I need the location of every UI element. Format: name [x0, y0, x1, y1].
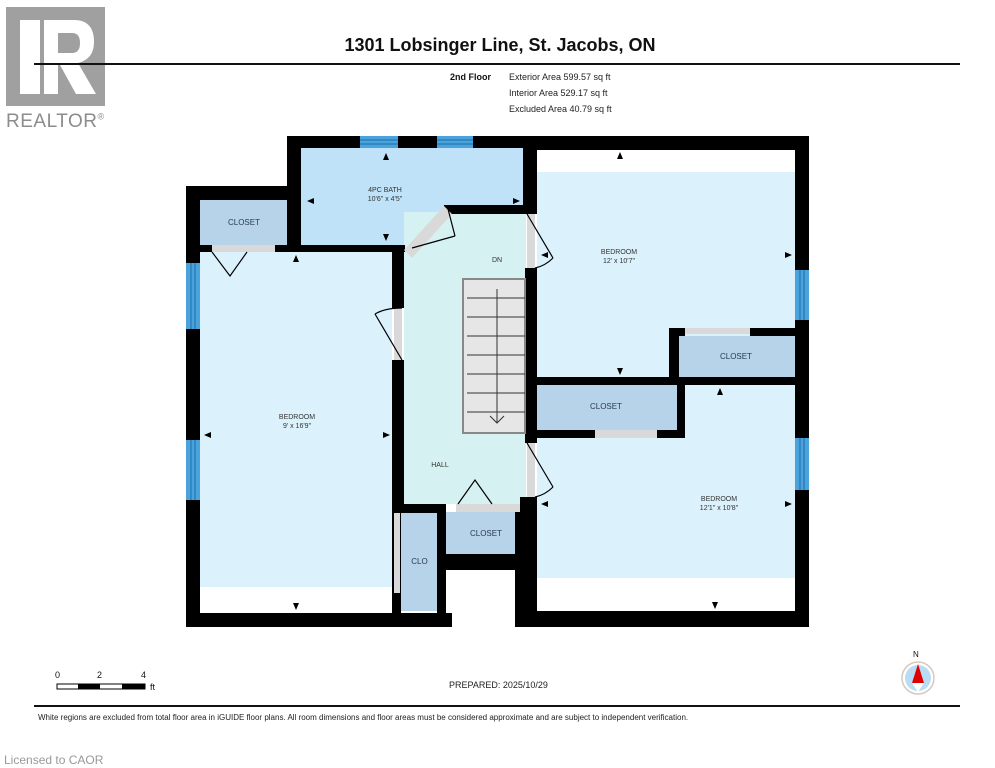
- realtor-r-icon: [20, 20, 96, 94]
- closet-nw-label: CLOSET: [227, 218, 260, 227]
- scale-unit: ft: [150, 682, 156, 692]
- floor-name: 2nd Floor: [450, 72, 491, 82]
- title-divider: [34, 63, 960, 65]
- realtor-wordmark: REALTOR®: [6, 111, 105, 132]
- walls: [186, 136, 809, 627]
- dimension-arrows: [204, 152, 792, 610]
- stairs-down-label: DN: [491, 257, 503, 264]
- staircase: [462, 278, 526, 434]
- scale-bar: [56, 683, 146, 690]
- disclaimer-text: White regions are excluded from total fl…: [38, 713, 689, 722]
- excluded-area: Excluded Area 40.79 sq ft: [509, 104, 612, 114]
- closet-hall-label: CLOSET: [469, 529, 502, 538]
- realtor-logo: [6, 7, 105, 106]
- door-openings: [212, 206, 750, 593]
- windows: [186, 136, 809, 500]
- scale-tick-0: 0: [55, 670, 61, 680]
- window-lines: [190, 139, 805, 500]
- page-title: 1301 Lobsinger Line, St. Jacobs, ON: [344, 35, 656, 55]
- compass-north-label: N: [913, 650, 919, 659]
- closet-mid-label: CLOSET: [589, 402, 622, 411]
- footer-divider: [34, 705, 960, 707]
- interior-area: Interior Area 529.17 sq ft: [509, 88, 608, 98]
- scale-tick-4: 4: [141, 670, 147, 680]
- room-hall-label: HALL: [431, 462, 449, 469]
- license-text: Licensed to CAOR: [4, 753, 104, 767]
- exterior-area: Exterior Area 599.57 sq ft: [509, 72, 611, 82]
- scale-tick-2: 2: [97, 670, 103, 680]
- closet-ne-label: CLOSET: [719, 352, 752, 361]
- clo-label: CLO: [411, 557, 428, 566]
- room-fills: [200, 148, 795, 614]
- door-swings: [211, 208, 554, 505]
- compass-icon: [901, 661, 935, 695]
- prepared-date: PREPARED: 2025/10/29: [449, 680, 548, 690]
